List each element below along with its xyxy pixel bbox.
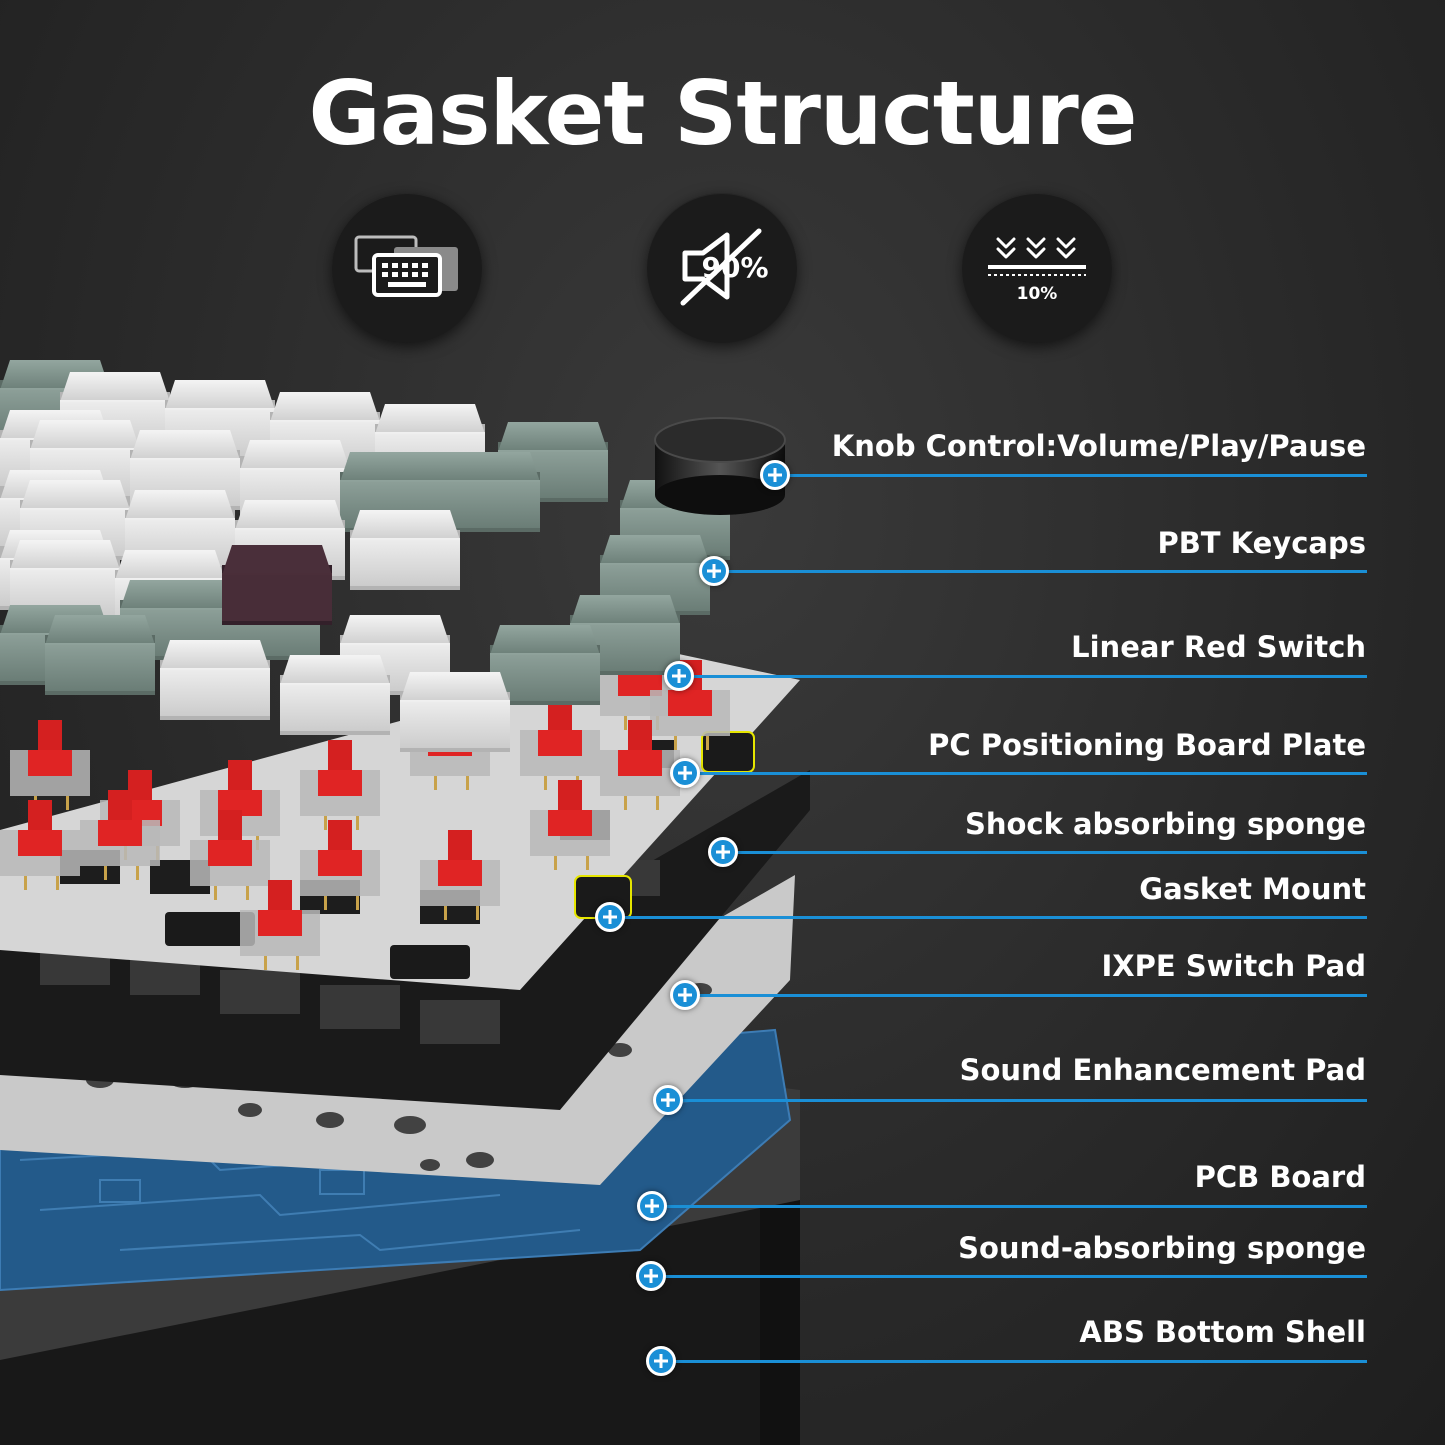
red-switch <box>80 790 160 880</box>
keycap <box>280 655 390 735</box>
plus-marker-icon[interactable] <box>636 1261 666 1291</box>
callout-leader-line <box>714 570 1367 573</box>
keycap <box>45 615 155 695</box>
plus-marker-icon[interactable] <box>664 661 694 691</box>
keycap <box>222 545 332 625</box>
muted-speaker-icon: 90% <box>647 193 797 343</box>
keycap <box>400 672 510 752</box>
plus-marker-icon[interactable] <box>670 980 700 1010</box>
callout-label: Sound-absorbing sponge <box>958 1231 1366 1265</box>
volume-knob <box>654 417 786 515</box>
travel-compression-value: 10% <box>1017 284 1058 304</box>
plus-marker-icon[interactable] <box>670 758 700 788</box>
callout-leader-line <box>652 1205 1367 1208</box>
callout-leader-line <box>651 1275 1367 1278</box>
red-switch <box>520 700 600 790</box>
shock-absorbing-sponge-layer <box>0 770 810 1110</box>
callout-label: PC Positioning Board Plate <box>928 728 1366 762</box>
red-switch <box>300 820 380 910</box>
callout-leader-line <box>685 994 1367 997</box>
compression-arrows-icon: 10% <box>962 193 1112 343</box>
callout-label: Linear Red Switch <box>1071 630 1366 664</box>
plus-marker-icon[interactable] <box>699 556 729 586</box>
plus-marker-icon[interactable] <box>653 1085 683 1115</box>
keycap <box>130 430 240 510</box>
callout-leader-line <box>685 772 1367 775</box>
callout-label: PCB Board <box>1194 1160 1366 1194</box>
callout-label: Gasket Mount <box>1139 872 1366 906</box>
red-switch <box>190 810 270 900</box>
red-switch <box>300 740 380 830</box>
callout-label: IXPE Switch Pad <box>1101 949 1366 983</box>
keycap <box>160 640 270 720</box>
callout-label: Knob Control:Volume/Play/Pause <box>831 429 1366 463</box>
callout-label: Shock absorbing sponge <box>964 807 1366 841</box>
red-switch <box>240 880 320 970</box>
page-title: Gasket Structure <box>308 62 1138 165</box>
red-switch <box>600 720 680 810</box>
callout-leader-line <box>610 916 1367 919</box>
red-switch <box>10 720 90 810</box>
callout-leader-line <box>661 1360 1367 1363</box>
callout-leader-line <box>775 474 1367 477</box>
exploded-keyboard-illustration <box>0 360 810 1445</box>
plus-marker-icon[interactable] <box>760 460 790 490</box>
red-switch <box>0 800 80 890</box>
callout-label: ABS Bottom Shell <box>1079 1315 1366 1349</box>
callout-leader-line <box>723 851 1367 854</box>
plus-marker-icon[interactable] <box>637 1191 667 1221</box>
plus-marker-icon[interactable] <box>708 837 738 867</box>
plus-marker-icon[interactable] <box>646 1346 676 1376</box>
linear-red-switches <box>0 640 730 970</box>
keycap <box>350 510 460 590</box>
red-switch <box>420 830 500 920</box>
callout-leader-line <box>679 675 1367 678</box>
layered-keyboard-icon <box>332 193 482 343</box>
callout-label: Sound Enhancement Pad <box>959 1053 1366 1087</box>
callout-label: PBT Keycaps <box>1157 526 1366 560</box>
callout-leader-line <box>668 1099 1367 1102</box>
pbt-keycaps <box>0 360 730 752</box>
red-switch <box>530 780 610 870</box>
plus-marker-icon[interactable] <box>595 902 625 932</box>
noise-reduction-value: 90% <box>701 251 768 284</box>
